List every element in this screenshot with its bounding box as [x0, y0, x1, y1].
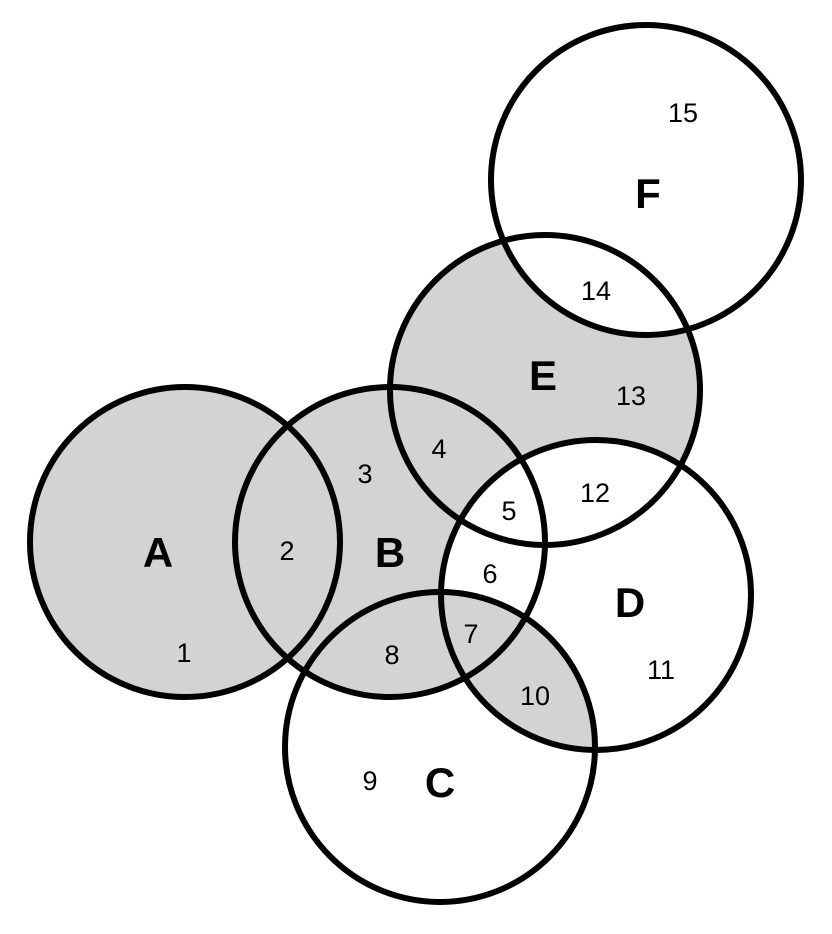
region-label: 9: [362, 766, 377, 796]
set-label-e: E: [529, 352, 557, 399]
region-label: 11: [647, 655, 675, 685]
region-label: 14: [581, 276, 611, 306]
region-label: 10: [520, 681, 550, 711]
region-label: 2: [279, 536, 294, 566]
region-label: 6: [482, 559, 497, 589]
region-label: 4: [431, 434, 446, 464]
set-label-d: D: [615, 579, 645, 626]
region-label: 3: [357, 459, 372, 489]
shade-c-and-d: [441, 592, 595, 750]
region-label: 8: [384, 640, 399, 670]
set-label-c: C: [425, 759, 455, 806]
region-label: 7: [463, 619, 478, 649]
region-label: 5: [501, 496, 516, 526]
clear-f-in-e: [490, 235, 700, 336]
circle-d-outline: [438, 437, 754, 753]
circle-f-outline: [488, 22, 804, 338]
region-label: 15: [668, 98, 698, 128]
set-label-a: A: [143, 529, 173, 576]
region-label: 13: [616, 381, 646, 411]
circle-a-outline: [27, 384, 343, 700]
set-label-f: F: [635, 170, 661, 217]
region-label: 1: [176, 638, 191, 668]
circle-e-outline: [387, 232, 703, 548]
set-label-b: B: [375, 529, 405, 576]
region-label: 12: [580, 478, 610, 508]
